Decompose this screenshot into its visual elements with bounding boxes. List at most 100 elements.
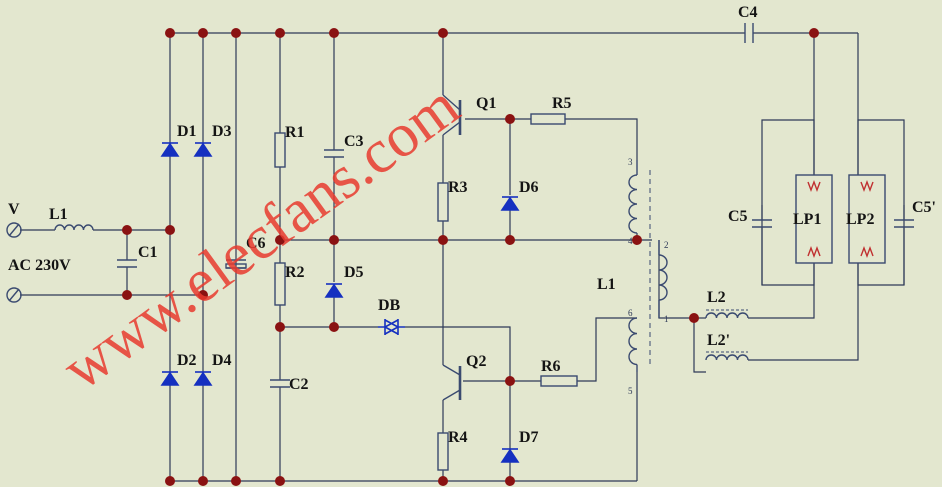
capacitor-c5 — [752, 219, 772, 228]
diodes — [160, 142, 520, 463]
junction-node — [438, 476, 448, 486]
label-db: DB — [378, 297, 401, 314]
label-q2: Q2 — [466, 353, 486, 370]
junction-node — [505, 476, 515, 486]
junction-node — [505, 235, 515, 245]
label-source-ac: AC 230V — [8, 257, 71, 274]
label-d3: D3 — [212, 123, 232, 140]
label-c5-prime: C5' — [912, 199, 936, 216]
capacitor-c5-prime — [894, 219, 914, 228]
junction-node — [165, 476, 175, 486]
labels: V AC 230V L1 C1 D1 D3 D2 D4 C6 R1 R2 C2 … — [8, 4, 936, 446]
pin-label-4: 4 — [628, 236, 633, 246]
label-r6: R6 — [541, 358, 561, 375]
capacitor-c4 — [744, 23, 754, 43]
pin-label-3: 3 — [628, 157, 633, 167]
label-c3: C3 — [344, 133, 364, 150]
transformer-l1 — [628, 160, 668, 372]
pin-label-1: 1 — [664, 314, 669, 324]
junction-node — [198, 476, 208, 486]
transistor-q1 — [442, 90, 462, 136]
transformer-pin-labels: 3 4 2 1 6 5 — [628, 157, 669, 396]
label-c1: C1 — [138, 244, 158, 261]
diode-d5 — [324, 283, 344, 298]
diac-db — [378, 319, 405, 335]
label-c4: C4 — [738, 4, 758, 21]
ac-terminal-bottom-icon — [6, 287, 22, 303]
label-c6: C6 — [246, 235, 266, 252]
junction-node — [329, 322, 339, 332]
junction-node — [275, 235, 285, 245]
junction-node — [275, 322, 285, 332]
label-r3: R3 — [448, 179, 468, 196]
junction-node — [438, 235, 448, 245]
inductor-l2 — [705, 312, 749, 319]
label-lp2: LP2 — [846, 211, 874, 228]
junction-node — [329, 235, 339, 245]
label-c2: C2 — [289, 376, 309, 393]
lamp-lp2 — [848, 174, 886, 264]
resistor-r2 — [274, 262, 286, 306]
label-r2: R2 — [285, 264, 305, 281]
ac-terminal-top-icon — [6, 222, 22, 238]
junction-node — [275, 28, 285, 38]
label-d4: D4 — [212, 352, 232, 369]
label-d6: D6 — [519, 179, 539, 196]
resistor-r6 — [540, 375, 578, 387]
wires — [20, 32, 905, 482]
junction-node — [165, 28, 175, 38]
junction-node — [122, 225, 132, 235]
diode-d2 — [160, 371, 180, 386]
watermark-text: www.elecfans.com — [50, 71, 471, 403]
capacitor-c6 — [225, 259, 247, 269]
diode-d6 — [500, 196, 520, 211]
label-r1: R1 — [285, 124, 305, 141]
lamp-lp1 — [795, 174, 833, 264]
junction-node — [438, 28, 448, 38]
pin-label-5: 5 — [628, 386, 633, 396]
junction-node — [329, 28, 339, 38]
resistor-r5 — [530, 113, 566, 125]
junction-node — [122, 290, 132, 300]
label-r5: R5 — [552, 95, 572, 112]
junction-node — [231, 28, 241, 38]
junction-node — [632, 235, 642, 245]
junction-node — [809, 28, 819, 38]
junction-node — [689, 313, 699, 323]
junction-node — [505, 114, 515, 124]
diode-d4 — [193, 371, 213, 386]
junction-node — [198, 28, 208, 38]
label-d7: D7 — [519, 429, 539, 446]
capacitor-c2 — [270, 379, 290, 388]
label-d1: D1 — [177, 123, 197, 140]
label-l2-prime: L2' — [707, 332, 730, 349]
diode-d7 — [500, 448, 520, 463]
resistor-r1 — [274, 132, 286, 168]
resistor-r4 — [437, 432, 449, 471]
label-lp1: LP1 — [793, 211, 821, 228]
label-r4: R4 — [448, 429, 468, 446]
label-c5: C5 — [728, 208, 748, 225]
label-l1-filter: L1 — [49, 206, 68, 223]
diode-d1 — [160, 142, 180, 157]
components — [6, 23, 914, 471]
inductor-l2-prime — [705, 354, 749, 361]
transistor-q2 — [442, 364, 462, 401]
capacitor-c1 — [117, 259, 137, 268]
junction-nodes — [122, 28, 819, 486]
label-d5: D5 — [344, 264, 364, 281]
junction-node — [198, 290, 208, 300]
junction-node — [231, 476, 241, 486]
junction-node — [275, 476, 285, 486]
label-d2: D2 — [177, 352, 197, 369]
pin-label-2: 2 — [664, 240, 669, 250]
label-l2: L2 — [707, 289, 726, 306]
diode-d3 — [193, 142, 213, 157]
resistor-r3 — [437, 182, 449, 222]
label-transformer-l1: L1 — [597, 276, 616, 293]
label-source-v: V — [8, 201, 20, 218]
junction-node — [505, 376, 515, 386]
inductor-l1-filter — [54, 224, 94, 231]
label-q1: Q1 — [476, 95, 496, 112]
